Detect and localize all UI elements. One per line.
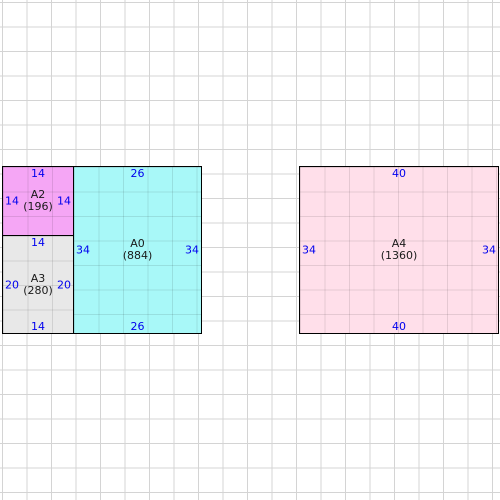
rect-a2-name: A2 [30, 188, 46, 201]
rect-a4-name: A4 [391, 237, 407, 250]
label-a2: A2 (196) [3, 189, 73, 213]
dim-a3-bottom: 14 [31, 320, 45, 333]
dim-a3-left: 20 [5, 278, 19, 291]
dim-a2-left: 14 [5, 194, 19, 208]
rect-a2-area: (196) [23, 200, 53, 213]
dim-a0-right: 34 [185, 243, 199, 257]
label-a4: A4 (1360) [300, 238, 498, 262]
label-a3: A3 (280) [3, 271, 73, 297]
dim-a2-right: 14 [57, 194, 71, 208]
dim-a2-top: 14 [31, 167, 45, 180]
rect-a3-area: (280) [23, 283, 53, 297]
dim-a3-right: 20 [57, 278, 71, 291]
rect-a3: 14 14 20 20 A3 (280) [2, 235, 74, 334]
dim-a0-bottom: 26 [130, 320, 145, 333]
dim-a0-left: 34 [76, 243, 90, 257]
dim-a4-bottom: 40 [392, 320, 406, 333]
dim-a4-right: 34 [482, 243, 496, 257]
rect-a0-area: (884) [122, 249, 153, 262]
rect-a3-name: A3 [30, 271, 46, 285]
rect-a4-area: (1360) [380, 249, 418, 262]
rect-a2: 14 14 14 A2 (196) [2, 166, 74, 236]
dim-a4-top: 40 [392, 167, 406, 180]
rect-a0-name: A0 [130, 237, 145, 250]
label-a0: A0 (884) [74, 238, 201, 262]
rect-a4: 40 40 34 34 A4 (1360) [299, 166, 499, 334]
dim-a4-left: 34 [302, 243, 316, 257]
rect-a0: 26 26 34 34 A0 (884) [73, 166, 202, 334]
dim-a3-top: 14 [31, 236, 45, 249]
dim-a0-top: 26 [130, 167, 145, 180]
